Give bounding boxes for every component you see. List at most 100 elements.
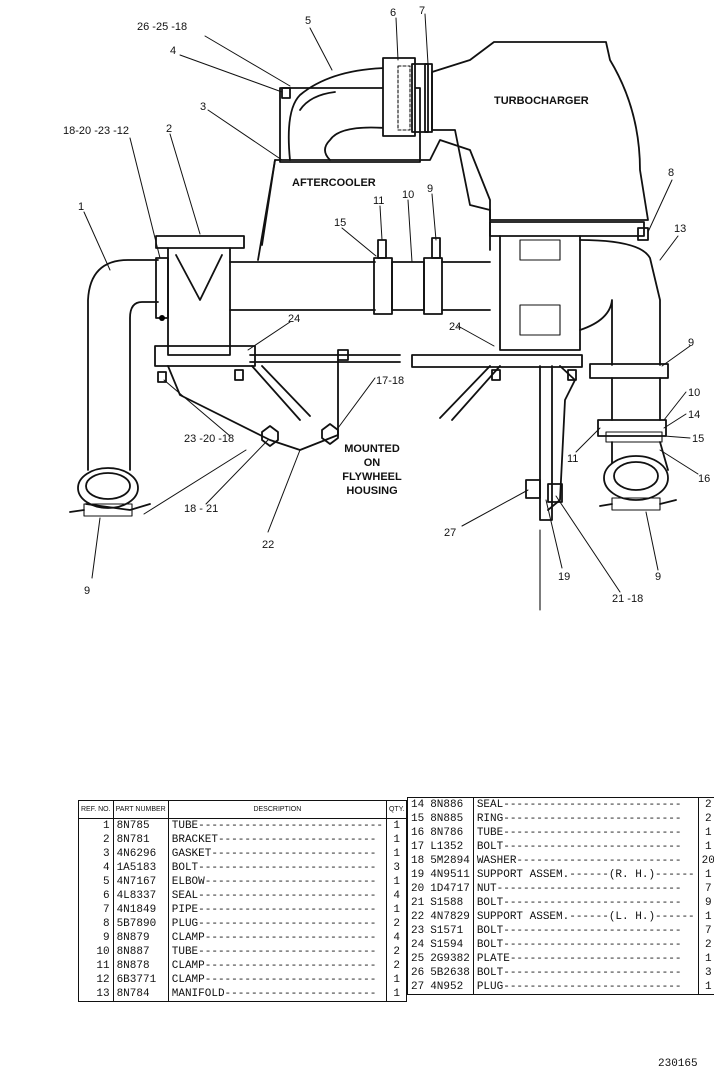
callout-24b: 24 — [449, 321, 461, 333]
description-cell: SEAL--------------------------- — [168, 889, 387, 903]
ref-cell: 17 — [411, 841, 425, 853]
part-number-cell: 4N6296 — [113, 847, 169, 861]
callout-9-left: 9 — [84, 585, 90, 597]
description-cell: TUBE--------------------------- — [168, 945, 387, 959]
ref-cell: 6 — [78, 889, 114, 903]
callout-22: 22 — [262, 539, 274, 551]
description-cell: SUPPORT ASSEM.------(L. H.)------ — [473, 910, 699, 924]
description-cell: WASHER------------------------- — [473, 854, 699, 868]
qty-cell: 1 — [393, 904, 400, 916]
header-description: DESCRIPTION — [168, 800, 387, 819]
qty-cell: 1 — [393, 988, 400, 1000]
qty-cell: 1 — [393, 974, 400, 986]
qty-cell: 4 — [393, 890, 400, 902]
callout-4: 4 — [170, 45, 176, 57]
ref-cell: 27 — [411, 981, 425, 993]
qty-cell: 1 — [704, 869, 712, 881]
callout-6: 6 — [390, 7, 396, 19]
description-cell: NUT---------------------------- — [473, 882, 699, 896]
callout-14: 14 — [688, 409, 700, 421]
qty-cell: 1 — [704, 911, 712, 923]
description-cell: CLAMP-------------------------- — [168, 973, 387, 987]
ref-cell: 11 — [78, 959, 114, 973]
manifold — [489, 221, 661, 366]
description-cell: BOLT--------------------------- — [473, 840, 699, 854]
callout-3: 3 — [200, 101, 206, 113]
part-number-cell: 5M2894 — [427, 854, 474, 868]
bracket — [155, 235, 245, 356]
header-ref: REF. NO. — [78, 800, 114, 819]
qty-cell: 3 — [704, 967, 712, 979]
part-number-cell: L1352 — [427, 840, 474, 854]
description-cell: SUPPORT ASSEM.------(R. H.)------ — [473, 868, 699, 882]
part-number-cell: 4N7829 — [427, 910, 474, 924]
center-pipe — [229, 237, 491, 315]
callout-9-right-top: 9 — [688, 337, 694, 349]
description-cell: BOLT--------------------------- — [168, 861, 387, 875]
leader-lines — [83, 13, 699, 593]
ref-cell: 23 — [411, 925, 425, 937]
aftercooler-label: AFTERCOOLER — [292, 177, 376, 189]
callout-15b: 15 — [692, 433, 704, 445]
exploded-parts-diagram: TURBOCHARGER AFTERCOOLER MOUNTED ON FLYW… — [63, 5, 710, 611]
part-number-cell: 6B3771 — [113, 973, 169, 987]
part-number-cell: 4L8337 — [113, 889, 169, 903]
qty-cell: 3 — [393, 862, 400, 874]
part-number-cell: 8N887 — [113, 945, 169, 959]
description-cell: PIPE--------------------------- — [168, 903, 387, 917]
qty-cell: 20 — [701, 855, 714, 867]
callout-26-25-18: 26 -25 -18 — [137, 21, 187, 33]
description-cell: PLUG--------------------------- — [473, 980, 699, 995]
callout-24a: 24 — [288, 313, 300, 325]
part-number-cell: 4N9511 — [427, 868, 474, 882]
qty-cell: 1 — [704, 953, 712, 965]
qty-cell: 1 — [704, 827, 712, 839]
ref-cell: 2 — [78, 833, 114, 847]
turbocharger-label: TURBOCHARGER — [494, 95, 589, 107]
qty-cell: 2 — [393, 918, 400, 930]
description-cell: CLAMP-------------------------- — [168, 931, 387, 945]
ref-cell: 8 — [78, 917, 114, 931]
callout-1: 1 — [78, 201, 84, 213]
ref-cell: 21 — [411, 897, 425, 909]
qty-cell: 2 — [393, 960, 400, 972]
ref-cell: 19 — [411, 869, 425, 881]
ref-cell: 9 — [78, 931, 114, 945]
aftercooler — [257, 139, 491, 261]
callout-9-right-bottom: 9 — [655, 571, 661, 583]
part-number-cell: 8N784 — [113, 987, 169, 1002]
on-label: ON — [364, 457, 381, 469]
ref-cell: 7 — [78, 903, 114, 917]
description-cell: GASKET------------------------- — [168, 847, 387, 861]
tube-1 — [69, 259, 159, 517]
header-part-number: PART NUMBER — [113, 800, 169, 819]
qty-cell: 2 — [704, 939, 712, 951]
description-cell: BOLT--------------------------- — [473, 938, 699, 952]
description-cell: PLUG--------------------------- — [168, 917, 387, 931]
callout-5: 5 — [305, 15, 311, 27]
ref-cell: 10 — [78, 945, 114, 959]
ref-cell: 22 — [411, 911, 425, 923]
callout-2: 2 — [166, 123, 172, 135]
part-number-cell: 4N1849 — [113, 903, 169, 917]
part-number-cell: 8N785 — [113, 818, 169, 833]
description-cell: TUBE---------------------------- — [168, 818, 387, 833]
description-cell: BOLT--------------------------- — [473, 924, 699, 938]
figure-number: 230165 — [658, 1058, 698, 1070]
ref-cell: 14 — [411, 799, 425, 811]
